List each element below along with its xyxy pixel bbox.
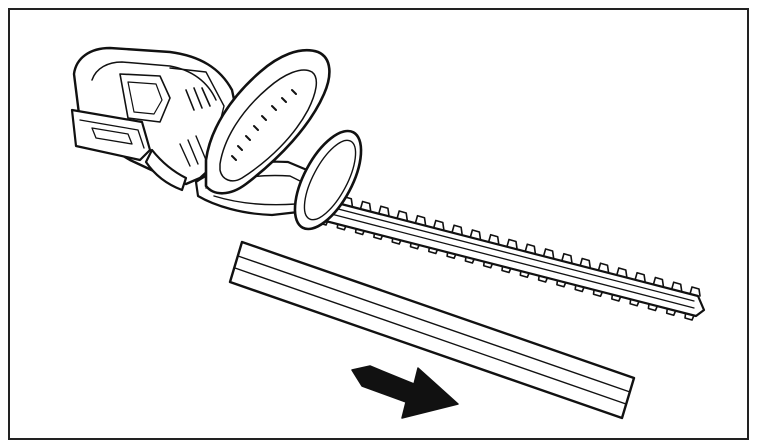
blade-tooth-upper <box>487 233 500 245</box>
hedge-trimmer-icon <box>70 46 706 321</box>
blade-tooth-upper <box>359 200 372 212</box>
arrow-right-icon <box>351 365 459 419</box>
hedge-trimmer-diagram <box>70 46 706 420</box>
cutting-blade <box>304 191 706 321</box>
figure-frame <box>8 8 749 440</box>
blade-tooth-upper <box>451 224 463 236</box>
blade-tooth-upper <box>378 205 390 217</box>
straight-edge-board <box>228 240 636 420</box>
blade-guard <box>293 129 363 231</box>
blade-tooth-upper <box>506 238 518 250</box>
rear-handle <box>144 148 188 192</box>
blade-tooth-upper <box>469 229 482 240</box>
blade-tooth-upper <box>433 219 445 231</box>
front-handle <box>204 48 331 195</box>
battery-pack <box>70 108 152 162</box>
blade-tooth-upper <box>396 210 408 221</box>
blade-tooth-upper <box>414 214 427 226</box>
